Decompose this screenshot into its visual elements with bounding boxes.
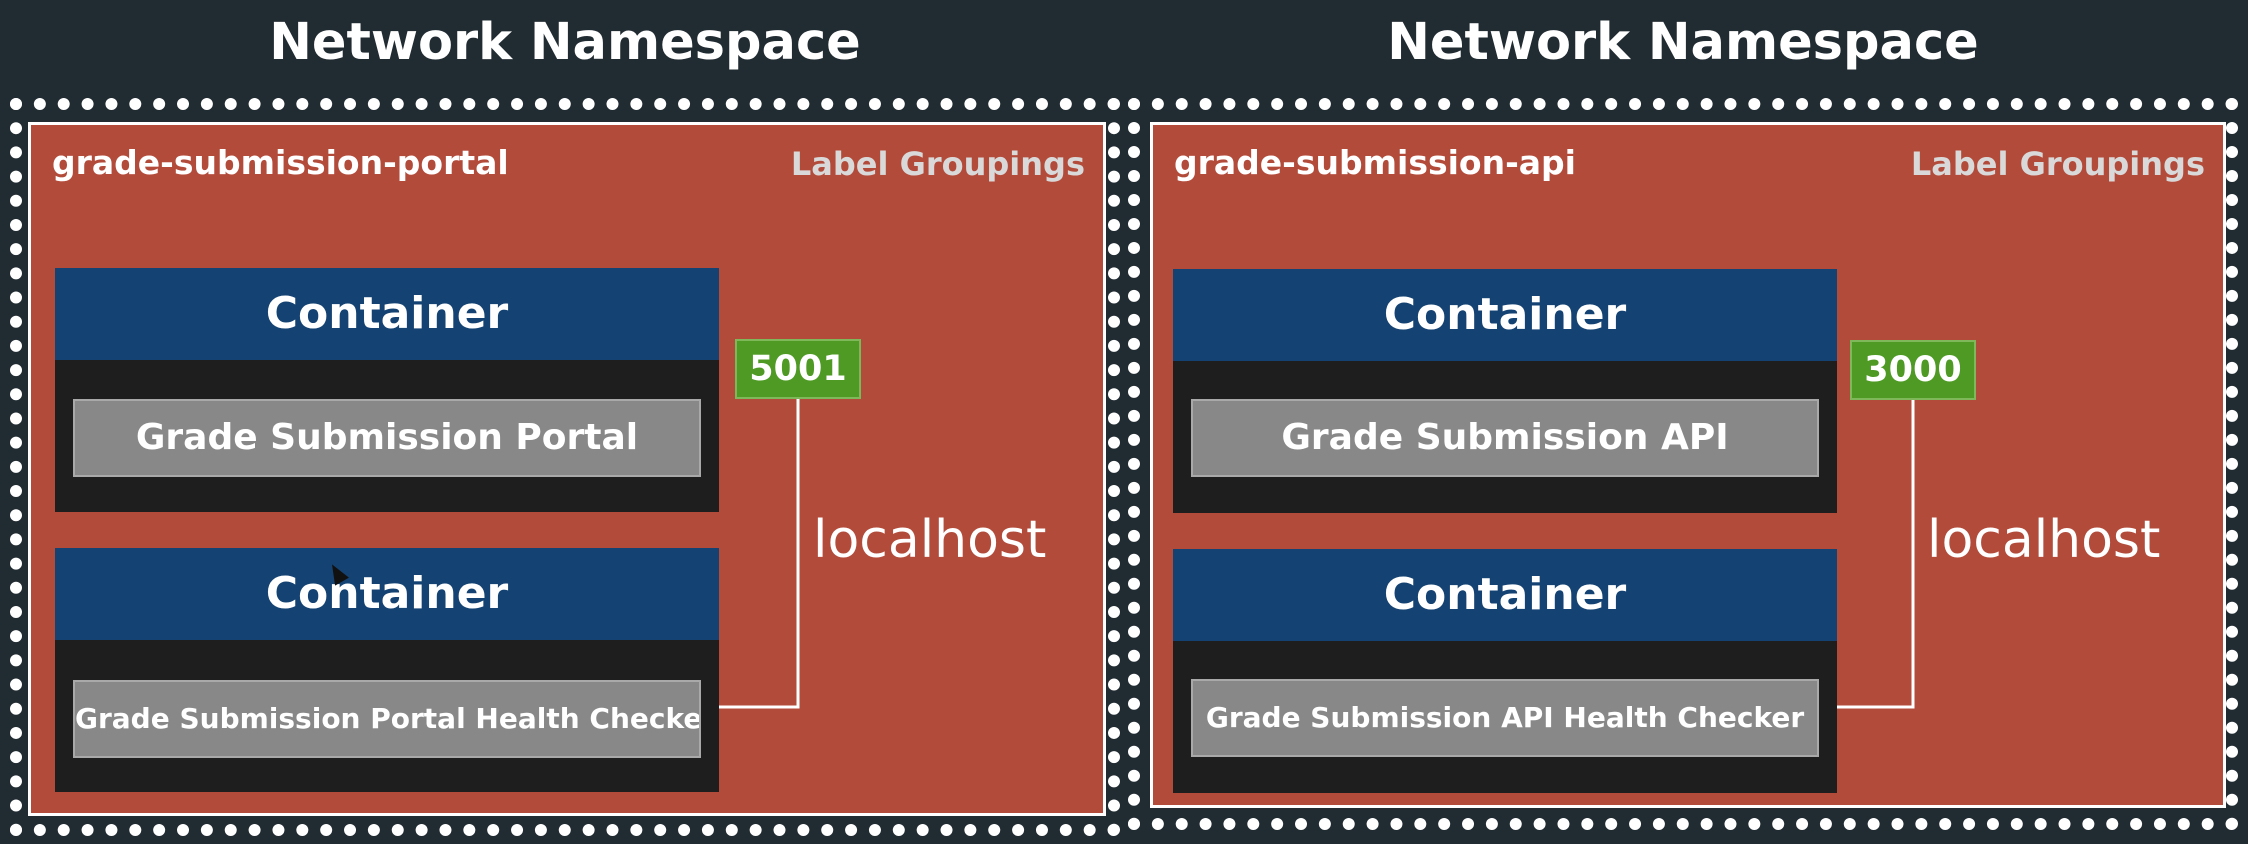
network-namespace-left: grade-submission-portal Label Groupings … [10, 98, 1120, 836]
container-header: Container [1173, 269, 1837, 361]
port-badge: 5001 [735, 339, 861, 399]
connector-line [1837, 399, 1915, 709]
container-header: Container [55, 268, 719, 360]
localhost-label: localhost [1927, 510, 2161, 570]
pod-grade-submission-api: grade-submission-api Label Groupings Con… [1150, 122, 2226, 808]
label-groupings: Label Groupings [790, 145, 1085, 183]
namespace-title-left: Network Namespace [269, 13, 861, 72]
container-portal: Container Grade Submission Portal [55, 268, 719, 512]
app-grade-submission-api-health-checker: Grade Submission API Health Checker [1191, 679, 1819, 757]
pod-name: grade-submission-portal [52, 143, 509, 182]
network-namespace-right: grade-submission-api Label Groupings Con… [1128, 98, 2238, 830]
app-grade-submission-portal-health-checker: Grade Submission Portal Health Checker [73, 680, 701, 758]
container-header: Container [55, 548, 719, 640]
localhost-label: localhost [813, 510, 1047, 570]
container-header: Container [1173, 549, 1837, 641]
pod-grade-submission-portal: grade-submission-portal Label Groupings … [28, 122, 1106, 816]
container-api-health-checker: Container Grade Submission API Health Ch… [1173, 549, 1837, 793]
connector-line [719, 399, 800, 709]
namespace-title-right: Network Namespace [1387, 13, 1979, 72]
container-api: Container Grade Submission API [1173, 269, 1837, 513]
app-grade-submission-api: Grade Submission API [1191, 399, 1819, 477]
port-badge: 3000 [1850, 340, 1976, 400]
app-grade-submission-portal: Grade Submission Portal [73, 399, 701, 477]
label-groupings: Label Groupings [1910, 145, 2205, 183]
pod-name: grade-submission-api [1174, 143, 1576, 182]
container-portal-health-checker: Container Grade Submission Portal Health… [55, 548, 719, 792]
